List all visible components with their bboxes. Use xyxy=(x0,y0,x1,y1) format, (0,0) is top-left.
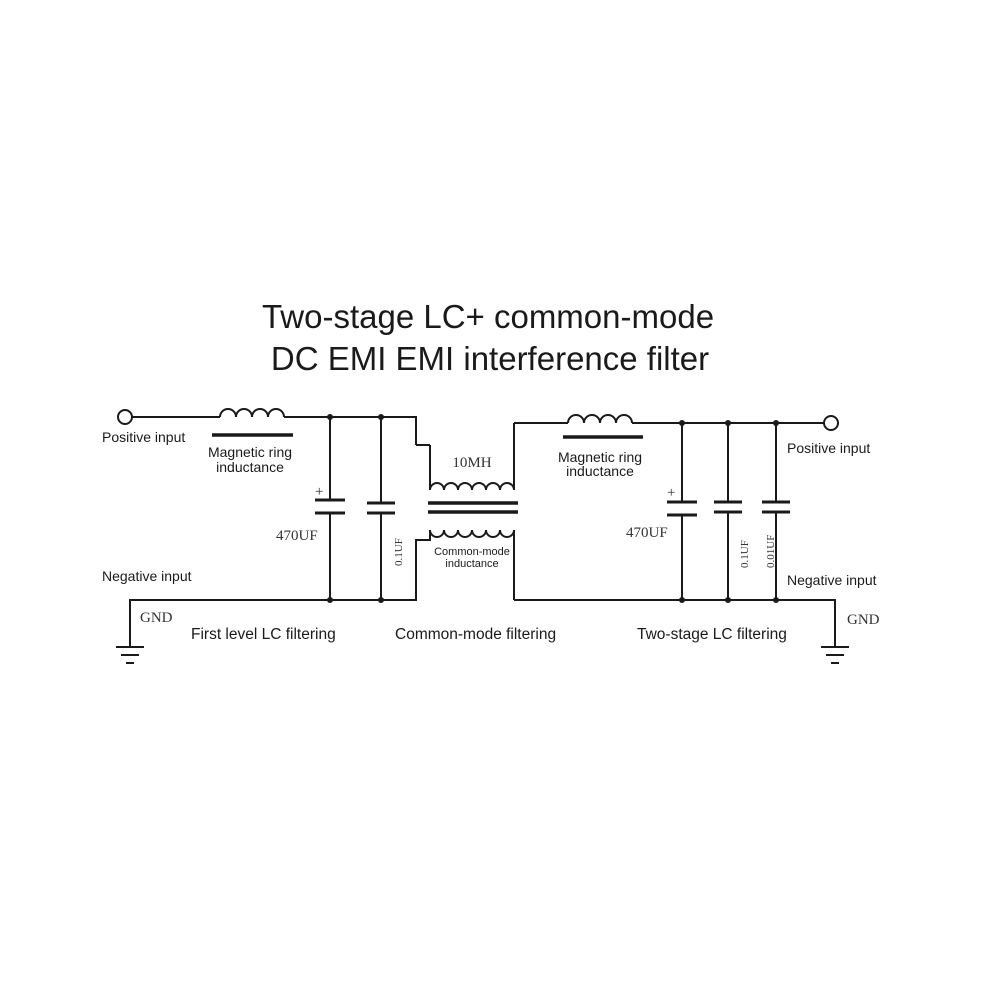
c5-value: 0.01UF xyxy=(765,535,777,568)
common-mode-winding-bottom xyxy=(429,529,515,538)
c3-value: 470UF xyxy=(626,525,668,541)
inductor-right-label-line1: Magnetic ring xyxy=(558,449,642,465)
gnd-label-right: GND xyxy=(847,612,880,628)
positive-input-label-right: Positive input xyxy=(787,440,870,456)
title-line-2: DC EMI EMI interference filter xyxy=(271,340,709,377)
c3-polarity: + xyxy=(667,485,675,501)
ground-symbol-right xyxy=(821,628,849,664)
title-line-1: Two-stage LC+ common-mode xyxy=(262,298,714,335)
c1-polarity: + xyxy=(315,484,323,500)
common-mode-label-line1: Common-mode xyxy=(434,546,510,558)
junction-c4-bottom xyxy=(725,597,731,603)
positive-input-terminal-left xyxy=(117,409,133,425)
positive-input-terminal-right xyxy=(823,415,839,431)
common-mode-value: 10MH xyxy=(452,455,491,471)
common-mode-label-line2: inductance xyxy=(445,558,498,570)
negative-input-label-left: Negative input xyxy=(102,568,192,584)
stage-label-common: Common-mode filtering xyxy=(395,626,556,643)
inductor-left-label-line2: inductance xyxy=(216,459,284,475)
negative-rail-right xyxy=(514,599,836,628)
negative-input-label-right: Negative input xyxy=(787,572,877,588)
inductor-right-label-line2: inductance xyxy=(566,463,634,479)
c2-value: 0.1UF xyxy=(393,538,405,566)
common-mode-bottom-leads xyxy=(415,530,515,600)
stage-label-first: First level LC filtering xyxy=(191,626,336,643)
gnd-label-left: GND xyxy=(140,610,173,626)
junction-c2-bottom xyxy=(378,597,384,603)
magnetic-ring-inductor-left xyxy=(219,408,285,418)
common-mode-winding-top xyxy=(429,482,515,491)
positive-input-label-left: Positive input xyxy=(102,429,185,445)
stage-label-second: Two-stage LC filtering xyxy=(637,626,787,643)
positive-rail-left-b xyxy=(284,416,417,445)
ground-symbol-left xyxy=(116,628,144,664)
magnetic-ring-inductor-right xyxy=(567,414,633,424)
c4-value: 0.1UF xyxy=(739,540,751,568)
negative-rail-left xyxy=(129,566,417,628)
inductor-left-label-line1: Magnetic ring xyxy=(208,444,292,460)
c1-value: 470UF xyxy=(276,528,318,544)
junction-c1-bottom xyxy=(327,597,333,603)
junction-c3-bottom xyxy=(679,597,685,603)
junction-c5-bottom xyxy=(773,597,779,603)
common-mode-top-leads xyxy=(429,423,515,490)
